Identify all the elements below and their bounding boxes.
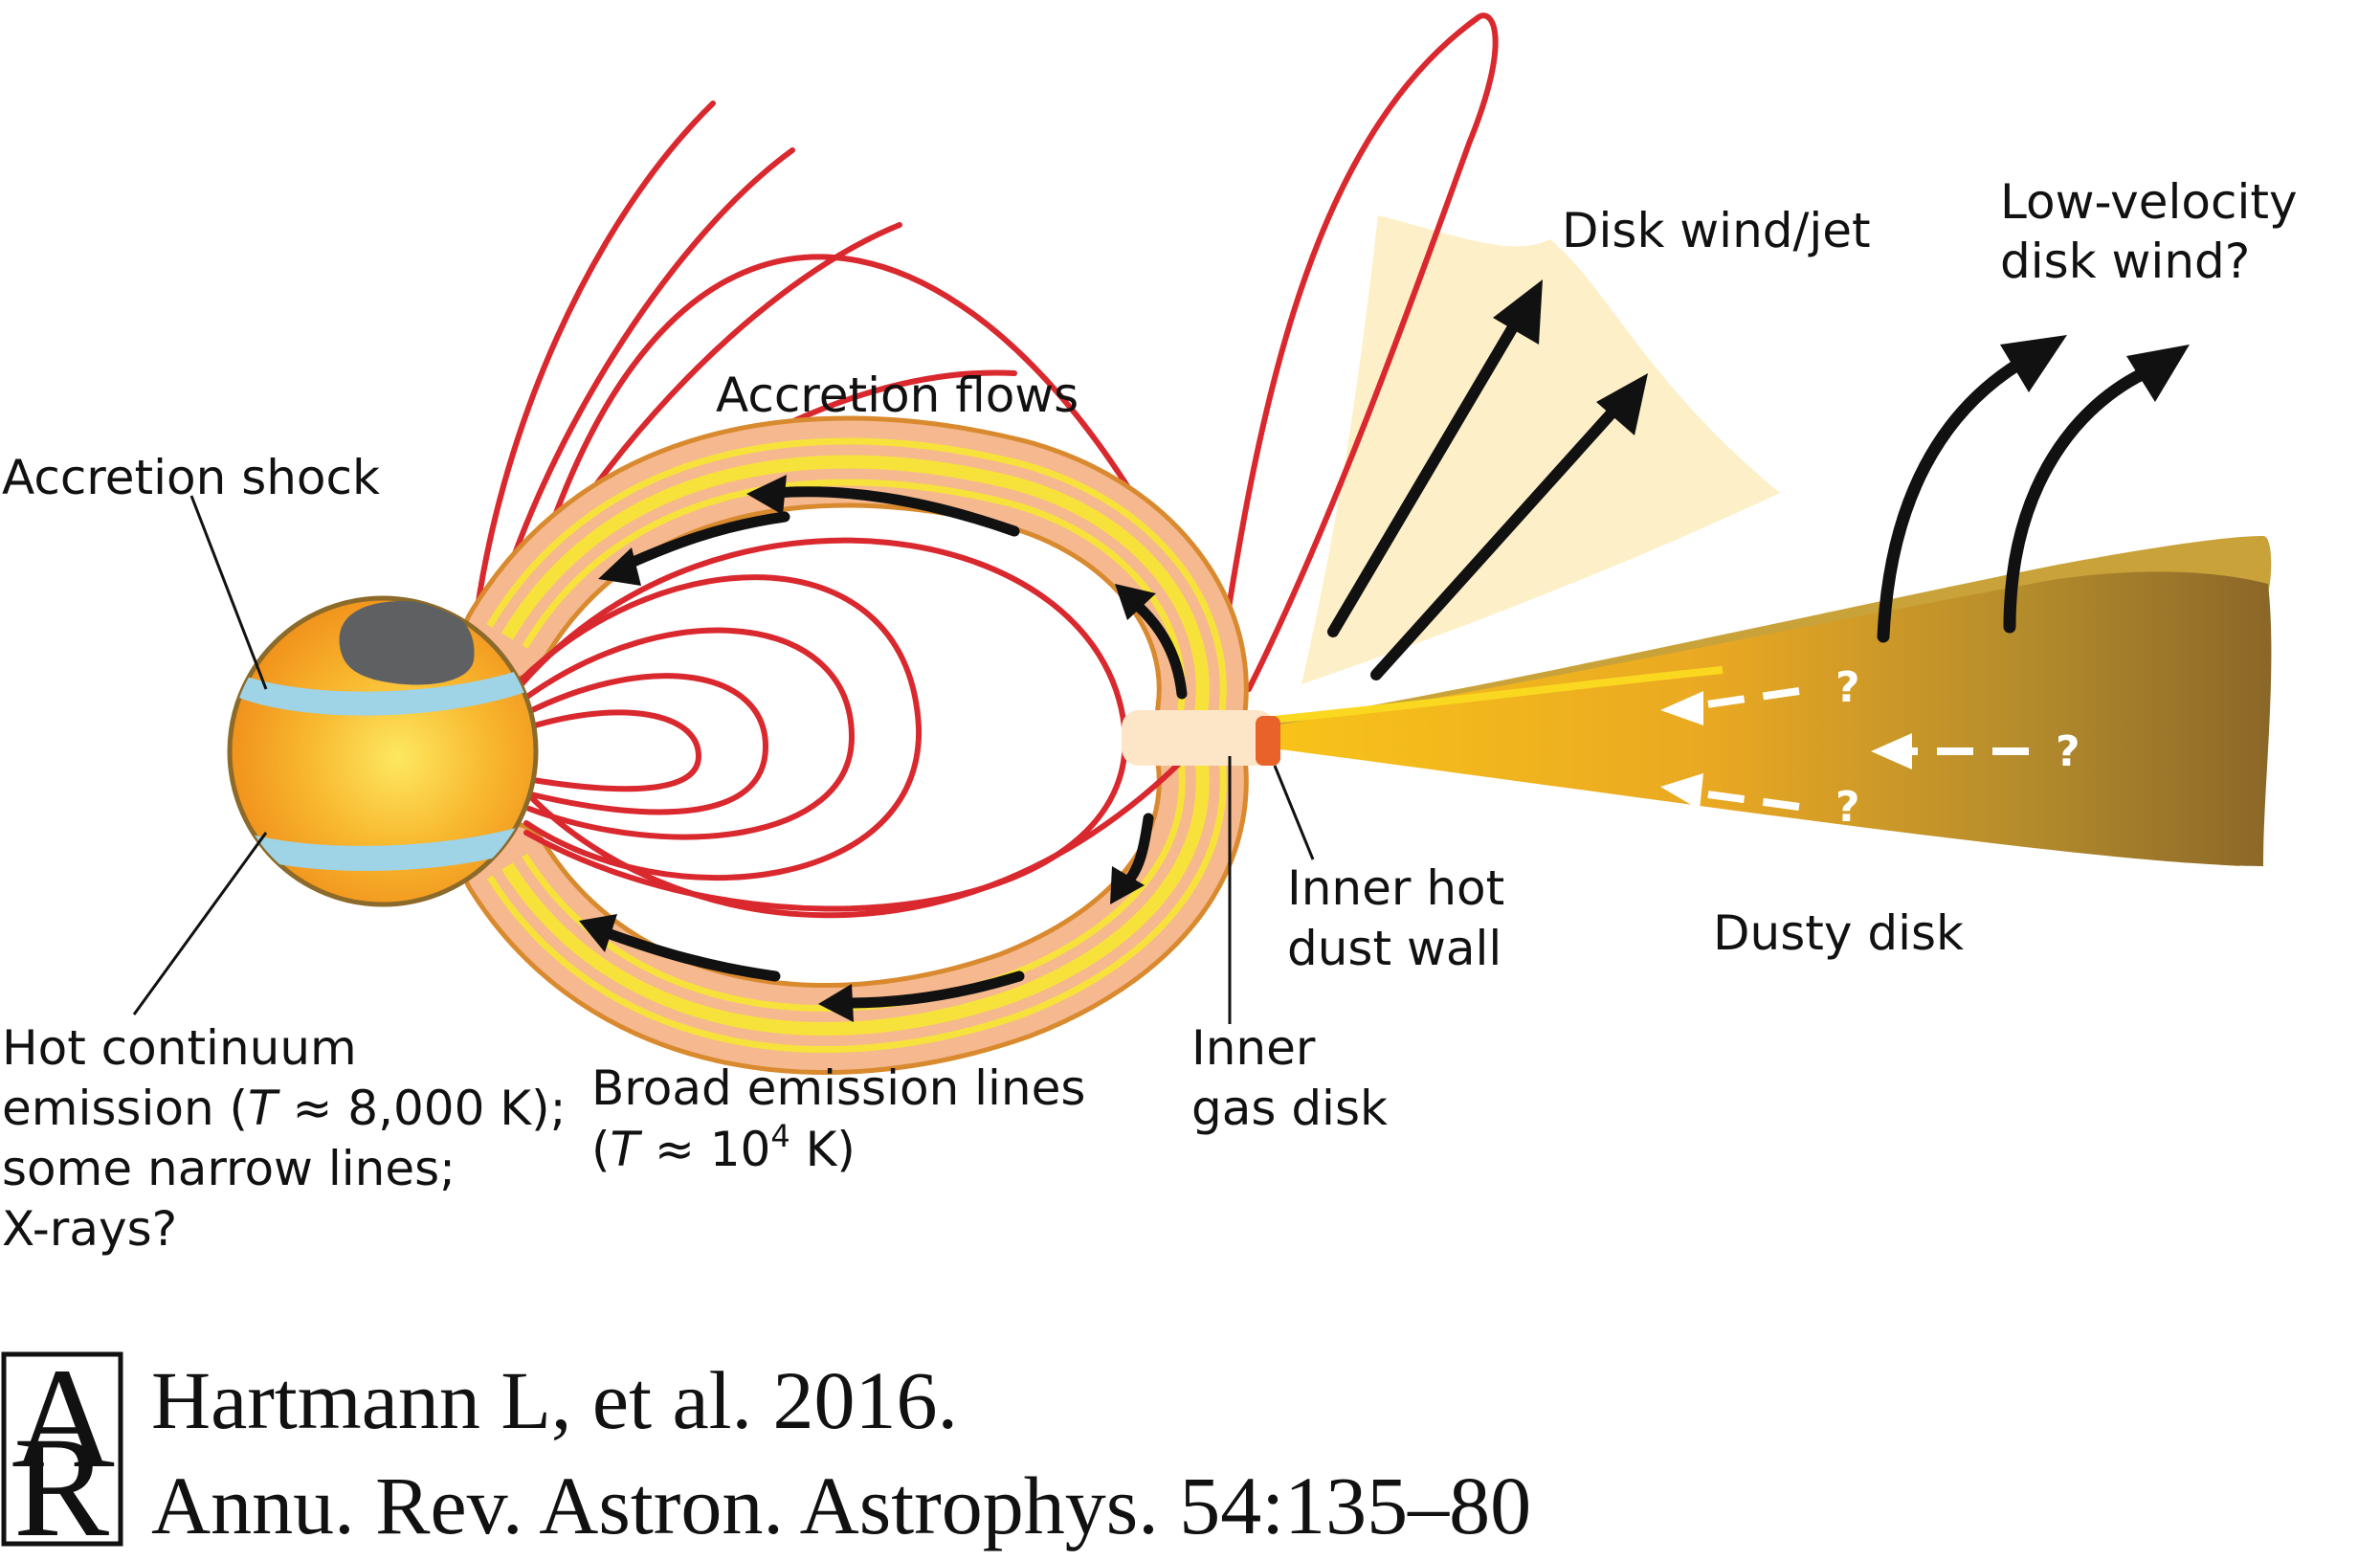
label-inner-dust-1: Inner hot (1287, 860, 1504, 916)
question-mark-2: ? (2056, 727, 2080, 776)
broad-emission-2a: ( (591, 1122, 611, 1177)
accretion-flow-lower (461, 710, 1249, 1075)
label-low-velocity-2: disk wind? (2000, 234, 2250, 289)
label-low-velocity-1: Low-velocity (2000, 174, 2298, 230)
label-inner-gas-2: gas disk (1191, 1081, 1388, 1136)
label-hot-continuum-4: X-rays? (2, 1201, 177, 1257)
label-hot-continuum-3: some narrow lines; (2, 1141, 456, 1196)
question-mark-3: ? (1835, 783, 1860, 832)
label-accretion-shock: Accretion shock (2, 450, 380, 505)
logo-letter-a: A (11, 1339, 115, 1498)
dusty-disk (1272, 536, 2272, 866)
label-broad-emission-1: Broad emission lines (591, 1060, 1085, 1116)
annual-reviews-logo: A R (1, 1339, 123, 1561)
disk-wind-arrowheads (1493, 279, 1648, 435)
low-velocity-arrowheads (2000, 335, 2190, 402)
question-mark-1: ? (1835, 663, 1860, 712)
label-disk-wind-jet: Disk wind/jet (1562, 203, 1871, 258)
star-spot (339, 601, 475, 685)
logo-letter-r: R (13, 1408, 109, 1561)
label-inner-gas-1: Inner (1191, 1020, 1316, 1076)
broad-emission-2e: K) (790, 1122, 856, 1177)
dashed-inflow-arrows (1693, 687, 2029, 811)
hot-continuum-2c: ≈ 8,000 K); (278, 1081, 567, 1136)
hot-continuum-2a: emission ( (2, 1081, 248, 1136)
label-hot-continuum-1: Hot continuum (2, 1020, 357, 1076)
label-broad-emission-2: (T ≈ 104 K) (591, 1118, 856, 1177)
inner-gas-disk (1122, 710, 1275, 766)
label-inner-dust-2: dust wall (1287, 921, 1501, 976)
accretion-arrowheads (579, 475, 1156, 1022)
closed-field-loops (519, 537, 1128, 912)
broad-emission-2b: T (611, 1122, 643, 1177)
hot-continuum-2b: T (248, 1081, 280, 1136)
lower-field-lines (525, 753, 1190, 919)
disk-wind-arrows (1327, 315, 1623, 680)
leader-lines (132, 495, 1315, 1024)
broad-emission-2c: ≈ 10 (639, 1122, 770, 1177)
accretion-shock-band-lower (230, 818, 536, 871)
accretion-shock-band-upper (230, 660, 536, 716)
label-accretion-flows: Accretion flows (716, 368, 1079, 423)
label-hot-continuum-2: emission (T ≈ 8,000 K); (2, 1081, 566, 1136)
accretion-flow-upper (461, 415, 1249, 759)
low-velocity-wind-arrows (1877, 357, 2150, 643)
broad-emission-2d: 4 (770, 1118, 790, 1154)
citation-line-2: Annu. Rev. Astron. Astrophys. 54:135–80 (151, 1460, 1531, 1551)
star (227, 595, 539, 907)
inner-hot-dust-wall (1256, 716, 1280, 766)
dashed-arrowheads (1660, 691, 1912, 810)
label-dusty-disk: Dusty disk (1713, 905, 1964, 961)
citation-line-1: Hartmann L, et al. 2016. (151, 1354, 958, 1446)
disk-wind-cone (1301, 215, 1780, 684)
